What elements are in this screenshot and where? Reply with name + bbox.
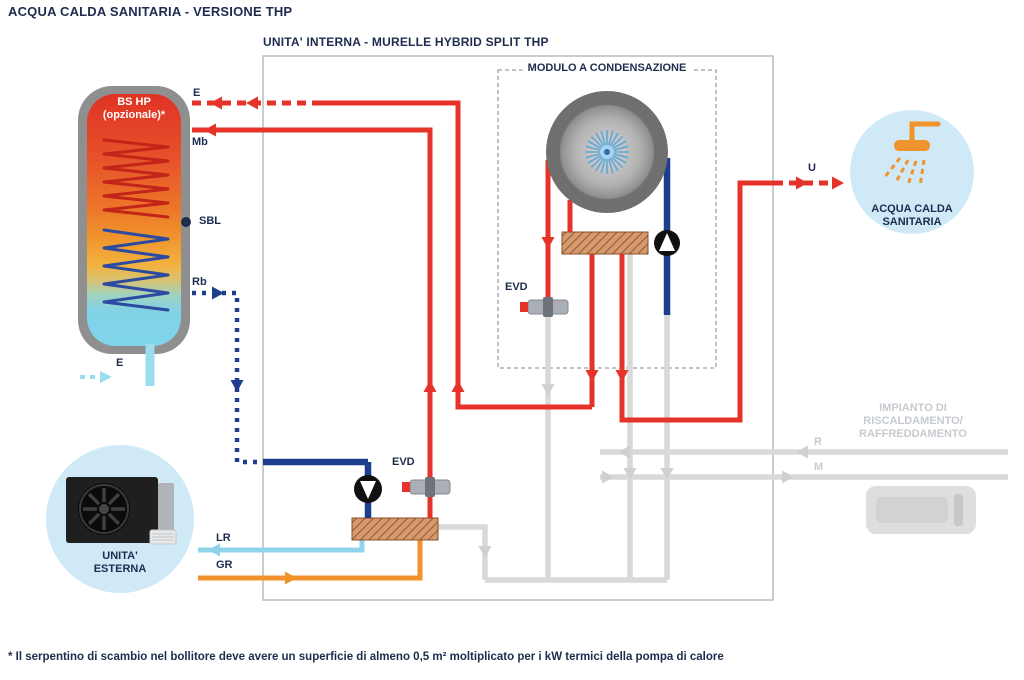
pipe-liquid-refrigerant-lr: [198, 540, 365, 557]
port-label-e-top: E: [193, 87, 201, 99]
heat-exchanger-heatpump: [351, 517, 439, 541]
port-label-r: R: [814, 436, 822, 448]
port-label-mb: Mb: [192, 136, 208, 148]
pump-heatpump-icon: [354, 475, 382, 503]
condensing-fan-icon: [546, 91, 668, 213]
storage-tank: [78, 86, 191, 354]
heating-label-line2: RISCALDAMENTO/: [863, 415, 963, 427]
red-flow-arrows: [204, 96, 844, 392]
tank-coil-upper: [102, 138, 170, 219]
heat-exchanger-condensing: [561, 231, 649, 255]
shower-label-line2: SANITARIA: [882, 216, 942, 228]
port-label-gr: GR: [216, 559, 233, 571]
outdoor-unit-icon: [66, 477, 177, 545]
pipe-gas-refrigerant-gr: [198, 540, 423, 585]
sbl-sensor-dot: [181, 217, 191, 227]
footnote: * Il serpentino di scambio nel bollitore…: [8, 651, 724, 663]
pipe-return-dotted: [192, 286, 263, 465]
port-label-lr: LR: [216, 532, 231, 544]
sensor-label-sbl: SBL: [199, 215, 221, 227]
port-label-rb: Rb: [192, 276, 207, 288]
tank-coil-lower: [102, 228, 170, 312]
page-title: ACQUA CALDA SANITARIA - VERSIONE THP: [8, 4, 293, 19]
heating-label-line3: RAFFREDDAMENTO: [859, 428, 967, 440]
gray-flow-arrows: [478, 384, 808, 558]
evd-valve-mid-icon: [402, 477, 451, 497]
evd-valve-top-icon: [520, 297, 569, 317]
pipes-heating-circuit-inactive: [438, 254, 1008, 583]
port-label-u: U: [808, 162, 816, 174]
tank-name-line2: (opzionale)*: [102, 109, 166, 121]
outdoor-label-line1: UNITA': [102, 550, 138, 562]
condensing-module-label: MODULO A CONDENSAZIONE: [522, 61, 692, 75]
shower-icon: [882, 121, 941, 187]
shower-label-line1: ACQUA CALDA: [871, 203, 953, 215]
pump-condensing-icon: [654, 230, 680, 256]
heating-label-line1: IMPIANTO DI: [879, 402, 947, 414]
radiator-icon: [866, 486, 976, 534]
port-label-e-bottom: E: [116, 357, 124, 369]
outdoor-label-line2: ESTERNA: [93, 563, 147, 575]
port-label-m: M: [814, 461, 824, 473]
indoor-unit-title: UNITA' INTERNA - MURELLE HYBRID SPLIT TH…: [263, 35, 549, 49]
tank-name-line1: BS HP: [117, 96, 151, 108]
pipe-cold-water-inlet: [80, 344, 155, 386]
valve-label-evd-top: EVD: [505, 281, 528, 293]
indoor-unit-box: [262, 55, 774, 601]
valve-label-evd-mid: EVD: [392, 456, 415, 468]
